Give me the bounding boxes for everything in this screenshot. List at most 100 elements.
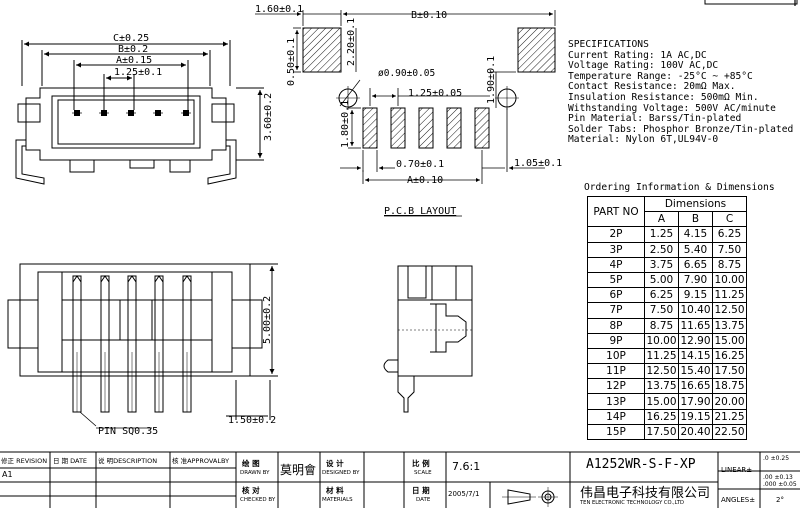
revision-value: A1 <box>2 470 13 479</box>
materials-label: 材 料 <box>326 486 344 495</box>
spec-line: Contact Resistance: 20mΩ Max. <box>568 81 736 93</box>
part-no-cell: 10P <box>587 347 645 365</box>
dimension-cell: 16.25 <box>712 347 747 365</box>
spec-line: Solder Tabs: Phosphor Bronze/Tin-plated <box>568 123 794 135</box>
dim-070: 0.70±0.1 <box>396 159 444 170</box>
dimension-cell: 5.40 <box>678 241 713 258</box>
drawn-label: 绘 图 <box>242 459 260 468</box>
part-no-cell: 5P <box>587 271 645 289</box>
date-value: 2005/7/1 <box>448 490 480 498</box>
part-no-cell: 14P <box>587 408 645 425</box>
angles-label: ANGLES± <box>721 496 756 504</box>
spec-line: Insulation Resistance: 500mΩ Min. <box>568 91 759 103</box>
dim-050: 0.50±0.1 <box>286 38 297 86</box>
part-no-cell: 3P <box>587 241 645 258</box>
dimension-cell: 10.00 <box>712 271 747 289</box>
part-number: A1252WR-S-F-XP <box>586 457 696 472</box>
dimension-cell: 22.50 <box>712 423 747 441</box>
tolerance-3: .000 ±0.05 <box>763 481 797 488</box>
top-right-corner-box <box>704 0 798 6</box>
date2-sub: DATE <box>416 497 431 503</box>
part-no-cell: 9P <box>587 332 645 349</box>
pcb-layout-label: P.C.B LAYOUT <box>384 206 456 217</box>
part-no-cell: 8P <box>587 317 645 334</box>
part-no-cell: 15P <box>587 423 645 441</box>
dimension-cell: 4.15 <box>678 226 713 243</box>
dimension-cell: 8.75 <box>644 317 679 334</box>
dimension-cell: 7.50 <box>644 302 679 319</box>
specifications-title: SPECIFICATIONS <box>568 39 649 50</box>
dim-c: C±0.25 <box>113 33 149 44</box>
dimension-cell: 11.65 <box>678 317 713 334</box>
pin-label: PIN SQ0.35 <box>98 426 158 437</box>
linear-label: LINEAR± <box>721 466 753 474</box>
top-view <box>7 263 278 429</box>
date2-label: 日 期 <box>412 486 430 495</box>
dimension-cell: 15.00 <box>644 393 679 410</box>
dim-180: 1.80±0.1 <box>340 100 351 148</box>
description-label: 说 明DESCRIPTION <box>98 457 158 465</box>
angles-value: 2° <box>776 496 784 504</box>
dim-height-360: 3.60±0.2 <box>263 93 274 141</box>
part-no-cell: 7P <box>587 302 645 319</box>
company-name-en: TEN ELECTRONIC TECHNOLOGY CO.,LTD <box>580 500 685 506</box>
dimension-cell: 11.25 <box>712 287 747 304</box>
dim-hole: ø0.90±0.05 <box>378 68 435 79</box>
tolerance-1: .0 ±0.25 <box>763 455 790 462</box>
front-view-pins <box>72 110 191 116</box>
checked-label: 核 对 <box>242 486 260 495</box>
dimension-cell: 12.50 <box>712 302 747 319</box>
title-block-grid <box>0 451 800 508</box>
dimension-cell: 15.40 <box>678 363 713 380</box>
part-no-header: PART NO <box>587 195 645 228</box>
part-no-cell: 11P <box>587 363 645 380</box>
pcb-dimension-lines <box>255 10 556 184</box>
dimension-cell: 17.90 <box>678 393 713 410</box>
dimension-cell: 20.00 <box>712 393 747 410</box>
dim-105: 1.05±0.1 <box>514 158 562 169</box>
dimension-cell: 9.15 <box>678 287 713 304</box>
scale-value: 7.6:1 <box>452 460 481 473</box>
designed-sub: DESIGNED BY <box>322 470 360 476</box>
spec-line: Material: Nylon 6T,UL94V-0 <box>568 134 719 146</box>
approval-label: 核 准APPROVALBY <box>172 457 230 465</box>
checked-sub: CHECKED BY <box>240 497 276 503</box>
dimension-cell: 3.75 <box>644 256 679 273</box>
dim-220: 2.20±0.1 <box>346 18 357 66</box>
dimension-cell: 10.40 <box>678 302 713 319</box>
part-no-cell: 12P <box>587 378 645 395</box>
dimension-cell: 15.00 <box>712 332 747 349</box>
dimension-cell: 2.50 <box>644 241 679 258</box>
dimension-cell: 19.15 <box>678 408 713 425</box>
materials-sub: MATERIALS <box>322 497 353 503</box>
drawn-sub: DRAWN BY <box>240 470 270 476</box>
col-a-header: A <box>644 211 679 228</box>
dimension-cell: 10.00 <box>644 332 679 349</box>
revision-label: 修正 REVISION <box>1 457 48 465</box>
designed-label: 设 计 <box>326 459 344 468</box>
dimension-cell: 8.75 <box>712 256 747 273</box>
col-b-header: B <box>678 211 713 228</box>
dimension-cell: 13.75 <box>644 378 679 395</box>
dim-b: B±0.2 <box>118 44 148 55</box>
ordering-title: Ordering Information & Dimensions <box>584 182 775 193</box>
spec-line: Current Rating: 1A AC,DC <box>568 49 707 61</box>
pcb-layout <box>302 27 556 149</box>
company-name-cn: 伟昌电子科技有限公司 <box>580 486 711 501</box>
dimension-cell: 18.75 <box>712 378 747 395</box>
drawn-value: 莫明會 <box>280 463 317 477</box>
side-view <box>383 265 473 413</box>
